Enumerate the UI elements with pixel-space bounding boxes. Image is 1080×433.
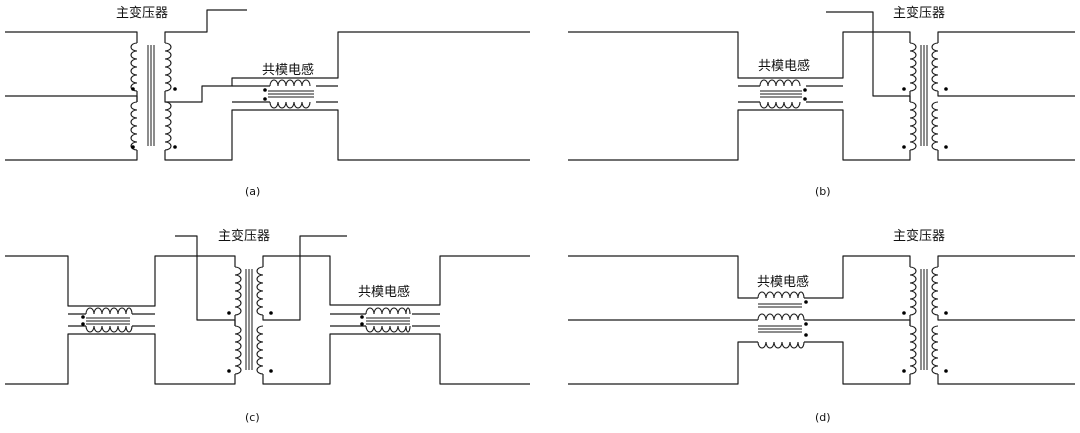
- polarity-dot: [131, 145, 135, 149]
- common-mode-inductor-label: 共模电感: [262, 62, 314, 78]
- transformer-core-icon: [920, 269, 928, 370]
- main-transformer-a: [130, 42, 177, 151]
- panel-b: 主变压器 共模电感 (b): [568, 5, 1075, 198]
- polarity-dot: [173, 87, 177, 91]
- primary-winding-icon: [909, 42, 917, 151]
- secondary-winding-icon: [164, 42, 172, 151]
- secondary-winding-icon: [256, 266, 264, 375]
- common-mode-inductor-label: 共模电感: [757, 274, 809, 290]
- panel-a-wires: [5, 9, 530, 161]
- main-transformer-label: 主变压器: [893, 228, 945, 244]
- common-mode-inductor-a: [232, 79, 338, 109]
- polarity-dot: [173, 145, 177, 149]
- main-transformer-b: [902, 42, 948, 151]
- primary-winding-icon: [234, 266, 242, 375]
- panel-a: 主变压器 共模电感 (a): [5, 5, 530, 198]
- panel-c: 主变压器 共模电感 (c): [5, 228, 530, 424]
- panel-b-wires: [568, 11, 1075, 161]
- caption-b: (b): [815, 185, 831, 198]
- main-transformer-label: 主变压器: [893, 5, 945, 21]
- three-phase-common-mode-inductor-d: [757, 291, 808, 349]
- caption-c: (c): [245, 411, 260, 424]
- panel-d-wires: [568, 255, 1075, 385]
- secondary-winding-icon: [931, 266, 939, 375]
- main-transformer-label: 主变压器: [218, 228, 270, 244]
- main-transformer-c: [227, 266, 273, 375]
- main-transformer-d: [902, 266, 948, 375]
- transformer-core-icon: [920, 45, 928, 146]
- common-mode-inductor-label: 共模电感: [758, 58, 810, 74]
- transformer-core-icon: [147, 45, 155, 146]
- common-mode-inductor-label: 共模电感: [358, 284, 410, 300]
- caption-d: (d): [815, 411, 831, 424]
- common-mode-inductor-b: [759, 79, 807, 109]
- primary-winding-icon: [909, 266, 917, 375]
- panel-d: 主变压器 共模电感 (d): [568, 228, 1075, 424]
- caption-a: (a): [245, 185, 260, 198]
- primary-winding-icon: [130, 42, 138, 151]
- transformer-core-icon: [245, 269, 253, 370]
- panel-c-wires: [5, 235, 530, 385]
- secondary-winding-icon: [931, 42, 939, 151]
- common-mode-inductor-c-left: [81, 307, 133, 333]
- main-transformer-label: 主变压器: [116, 5, 168, 21]
- polarity-dot: [131, 87, 135, 91]
- common-mode-inductor-c-right: [360, 307, 411, 333]
